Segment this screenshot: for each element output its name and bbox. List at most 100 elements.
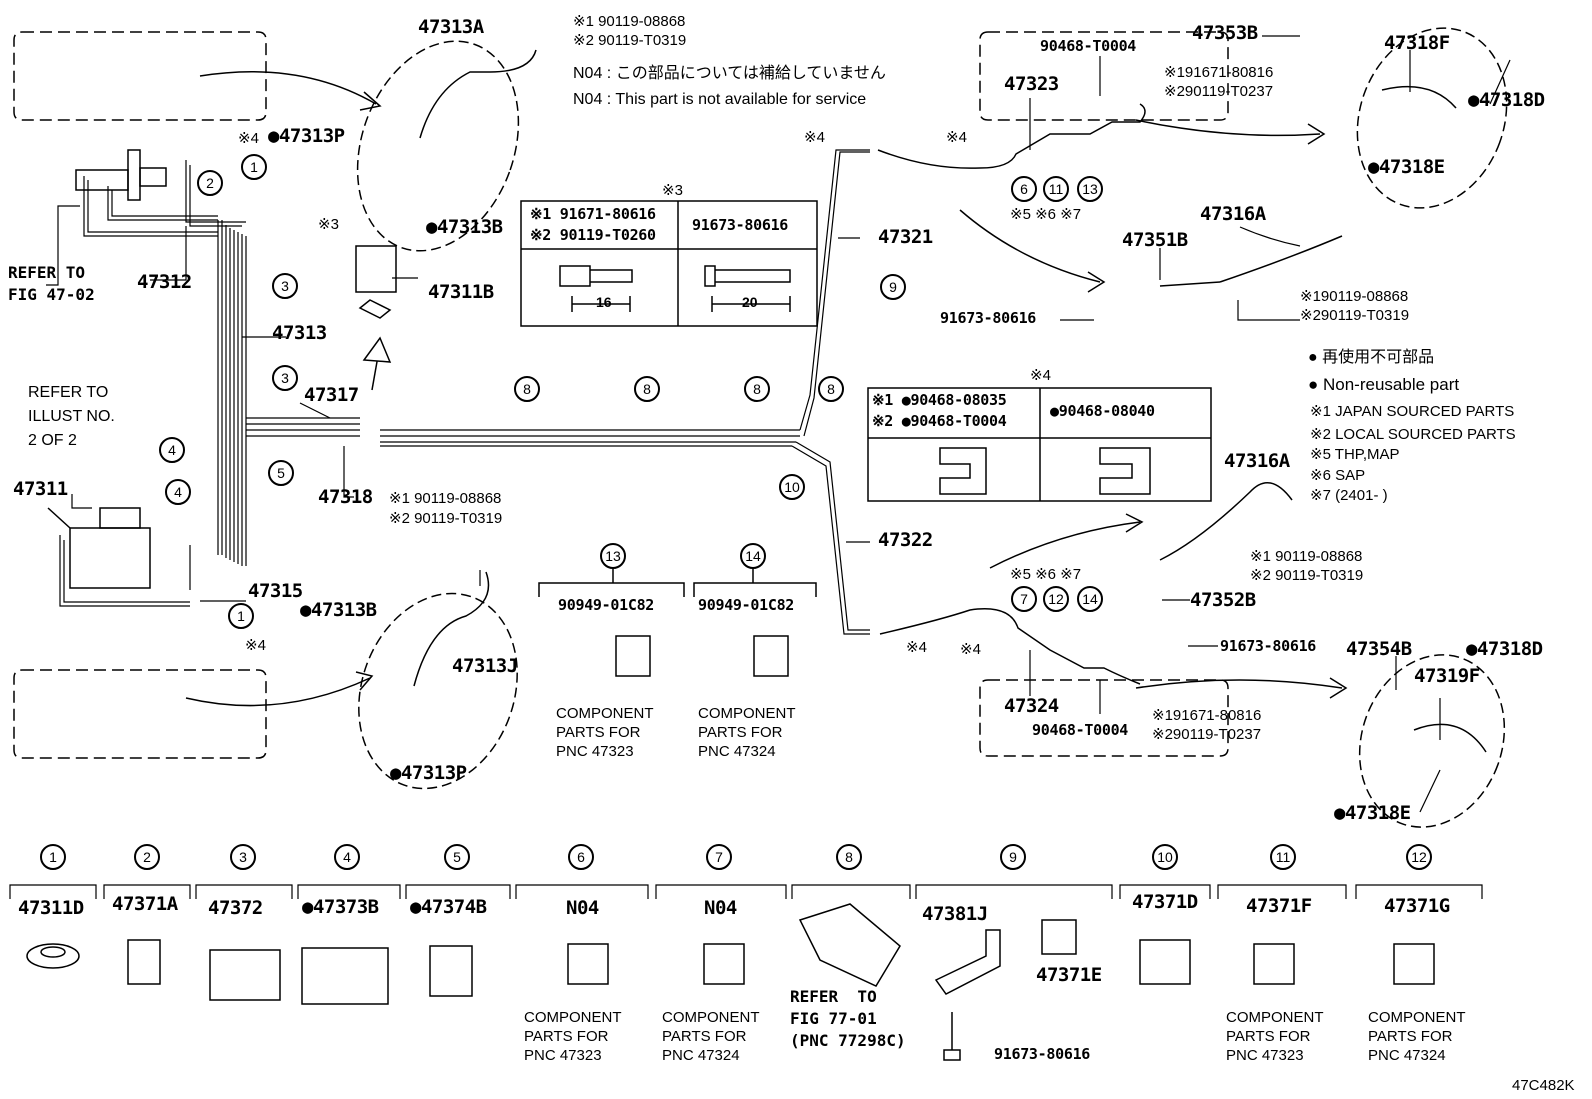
legend-non-reusable-en: ● Non-reusable part <box>1308 375 1460 394</box>
part-47318: 47318 <box>318 486 373 508</box>
callout-3-lower: 3 <box>272 365 298 391</box>
table4-right-part: ●90468-08040 <box>1050 402 1155 420</box>
bottom-caption-6: COMPONENT PARTS FOR PNC 47323 <box>524 1009 622 1064</box>
bottom-part-10: 47371D <box>1132 891 1198 913</box>
callout-8-d: 8 <box>818 376 844 402</box>
callout-5: 5 <box>268 460 294 486</box>
legend-non-reusable-jp: ● 再使用不可部品 <box>1308 349 1435 366</box>
callout-8-a: 8 <box>514 376 540 402</box>
note-local-90119-T0319-c: ※290119-T0319 <box>1300 307 1410 324</box>
part-91673-80616-b: 91673-80616 <box>1220 637 1317 655</box>
part-47313J: 47313J <box>452 655 518 677</box>
part-47322: 47322 <box>878 529 933 551</box>
bottom-callout-9: 9 <box>1000 844 1026 870</box>
part-47311: 47311 <box>13 478 68 500</box>
callout-13: 13 <box>1077 176 1103 202</box>
bottom-part-1: 47311D <box>18 897 84 919</box>
part-47318D-top: ●47318D <box>1468 89 1545 111</box>
bottom-part-9: 47381J <box>922 903 988 925</box>
part-47313P-top: ●47313P <box>268 125 345 147</box>
bottom-caption-11: COMPONENT PARTS FOR PNC 47323 <box>1226 1009 1324 1064</box>
callout-11: 11 <box>1043 176 1069 202</box>
legend-local-sourced: ※2 LOCAL SOURCED PARTS <box>1310 426 1516 443</box>
part-47315: 47315 <box>248 580 303 602</box>
callout-3-upper: 3 <box>272 273 298 299</box>
callout-6: 6 <box>1011 176 1037 202</box>
part-90468-T0004-bottom: 90468-T0004 <box>1032 721 1129 739</box>
callout-4-left: 4 <box>159 437 185 463</box>
note-japan-90119-08868: ※1 90119-08868 <box>573 13 686 30</box>
callout-8-c: 8 <box>744 376 770 402</box>
bottom-part-11: 47371F <box>1246 895 1312 917</box>
bottom-callout-12: 12 <box>1406 844 1432 870</box>
table3-left-part2: ※2 90119-T0260 <box>530 226 656 244</box>
callout-13-component: 13 <box>600 543 626 569</box>
part-47318F: 47318F <box>1384 32 1450 54</box>
note-japan-91671-80816-a: ※191671-80816 <box>1164 64 1274 81</box>
bottom-callout-11: 11 <box>1270 844 1296 870</box>
table3-dim-right: 20 <box>742 294 758 310</box>
ref-x4-a: ※4 <box>238 130 259 147</box>
part-47313A: 47313A <box>418 16 484 38</box>
table4-title: ※4 <box>1030 367 1051 384</box>
callout-14: 14 <box>1077 586 1103 612</box>
note-japan-90119-08868-c: ※190119-08868 <box>1300 288 1409 305</box>
ref-x3: ※3 <box>318 216 339 233</box>
part-47316A-top: 47316A <box>1200 203 1266 225</box>
callout-1-bottom: 1 <box>228 603 254 629</box>
bottom-part-3: 47372 <box>208 897 263 919</box>
part-47316A-bottom: 47316A <box>1224 450 1290 472</box>
bottom-part-12: 47371G <box>1384 895 1450 917</box>
part-47371E: 47371E <box>1036 964 1102 986</box>
note-n04-en: N04 : This part is not available for ser… <box>573 91 867 108</box>
bottom-callout-1: 1 <box>40 844 66 870</box>
bottom-callout-8: 8 <box>836 844 862 870</box>
callout-8-b: 8 <box>634 376 660 402</box>
bottom-caption-7: COMPONENT PARTS FOR PNC 47324 <box>662 1009 760 1064</box>
ref-x4-d: ※4 <box>946 129 967 146</box>
part-47311B: 47311B <box>428 281 494 303</box>
ref-fig-77-01: REFER TO FIG 77-01 (PNC 77298C) <box>790 987 906 1050</box>
ref-illust-2of2: REFER TO ILLUST NO. 2 OF 2 <box>28 384 115 449</box>
bottom-callout-10: 10 <box>1152 844 1178 870</box>
callout-12: 12 <box>1043 586 1069 612</box>
component-14-caption: COMPONENT PARTS FOR PNC 47324 <box>698 705 796 760</box>
part-47318D-bottom: ●47318D <box>1466 638 1543 660</box>
note-local-90119-T0319-b: ※2 90119-T0319 <box>389 510 503 527</box>
part-47313B-bottom: ●47313B <box>300 599 377 621</box>
part-91673-80616-a: 91673-80616 <box>940 309 1037 327</box>
note-japan-91671-80816-b: ※191671-80816 <box>1152 707 1262 724</box>
legend-sap: ※6 SAP <box>1310 467 1366 484</box>
bottom-part-5: ●47374B <box>410 896 487 918</box>
note-local-90119-T0237-a: ※290119-T0237 <box>1164 83 1274 100</box>
component-13-caption: COMPONENT PARTS FOR PNC 47323 <box>556 705 654 760</box>
legend-non-reusable-jp-text: 再使用不可部品 <box>1322 349 1435 366</box>
note-local-90119-T0319-d: ※2 90119-T0319 <box>1250 567 1364 584</box>
bottom-callout-5: 5 <box>444 844 470 870</box>
bottom-callout-3: 3 <box>230 844 256 870</box>
ref-fig-47-02: REFER TO FIG 47-02 <box>8 263 95 304</box>
bottom-part-6: N04 <box>566 897 599 919</box>
legend-japan-sourced: ※1 JAPAN SOURCED PARTS <box>1310 403 1515 420</box>
callout-14-component: 14 <box>740 543 766 569</box>
bottom-caption-12: COMPONENT PARTS FOR PNC 47324 <box>1368 1009 1466 1064</box>
callout-7: 7 <box>1011 586 1037 612</box>
part-47313P-bottom: ●47313P <box>390 762 467 784</box>
bottom-callout-7: 7 <box>706 844 732 870</box>
part-47323: 47323 <box>1004 73 1059 95</box>
component-13-part: 90949-01C82 <box>558 596 655 614</box>
note-japan-90119-08868-d: ※1 90119-08868 <box>1250 548 1363 565</box>
note-local-90119-T0319: ※2 90119-T0319 <box>573 32 687 49</box>
part-47319F: 47319F <box>1414 665 1480 687</box>
part-47312: 47312 <box>137 271 192 293</box>
ref-x4-b: ※4 <box>245 637 266 654</box>
part-47353B: 47353B <box>1192 22 1258 44</box>
table3-right-part: 91673-80616 <box>692 216 789 234</box>
bottom-part-2: 47371A <box>112 893 178 915</box>
table4-left-part2: ※2 ●90468-T0004 <box>872 412 1007 430</box>
part-47317: 47317 <box>304 384 359 406</box>
part-47313: 47313 <box>272 322 327 344</box>
ref-x4-f: ※4 <box>960 641 981 658</box>
part-47321: 47321 <box>878 226 933 248</box>
